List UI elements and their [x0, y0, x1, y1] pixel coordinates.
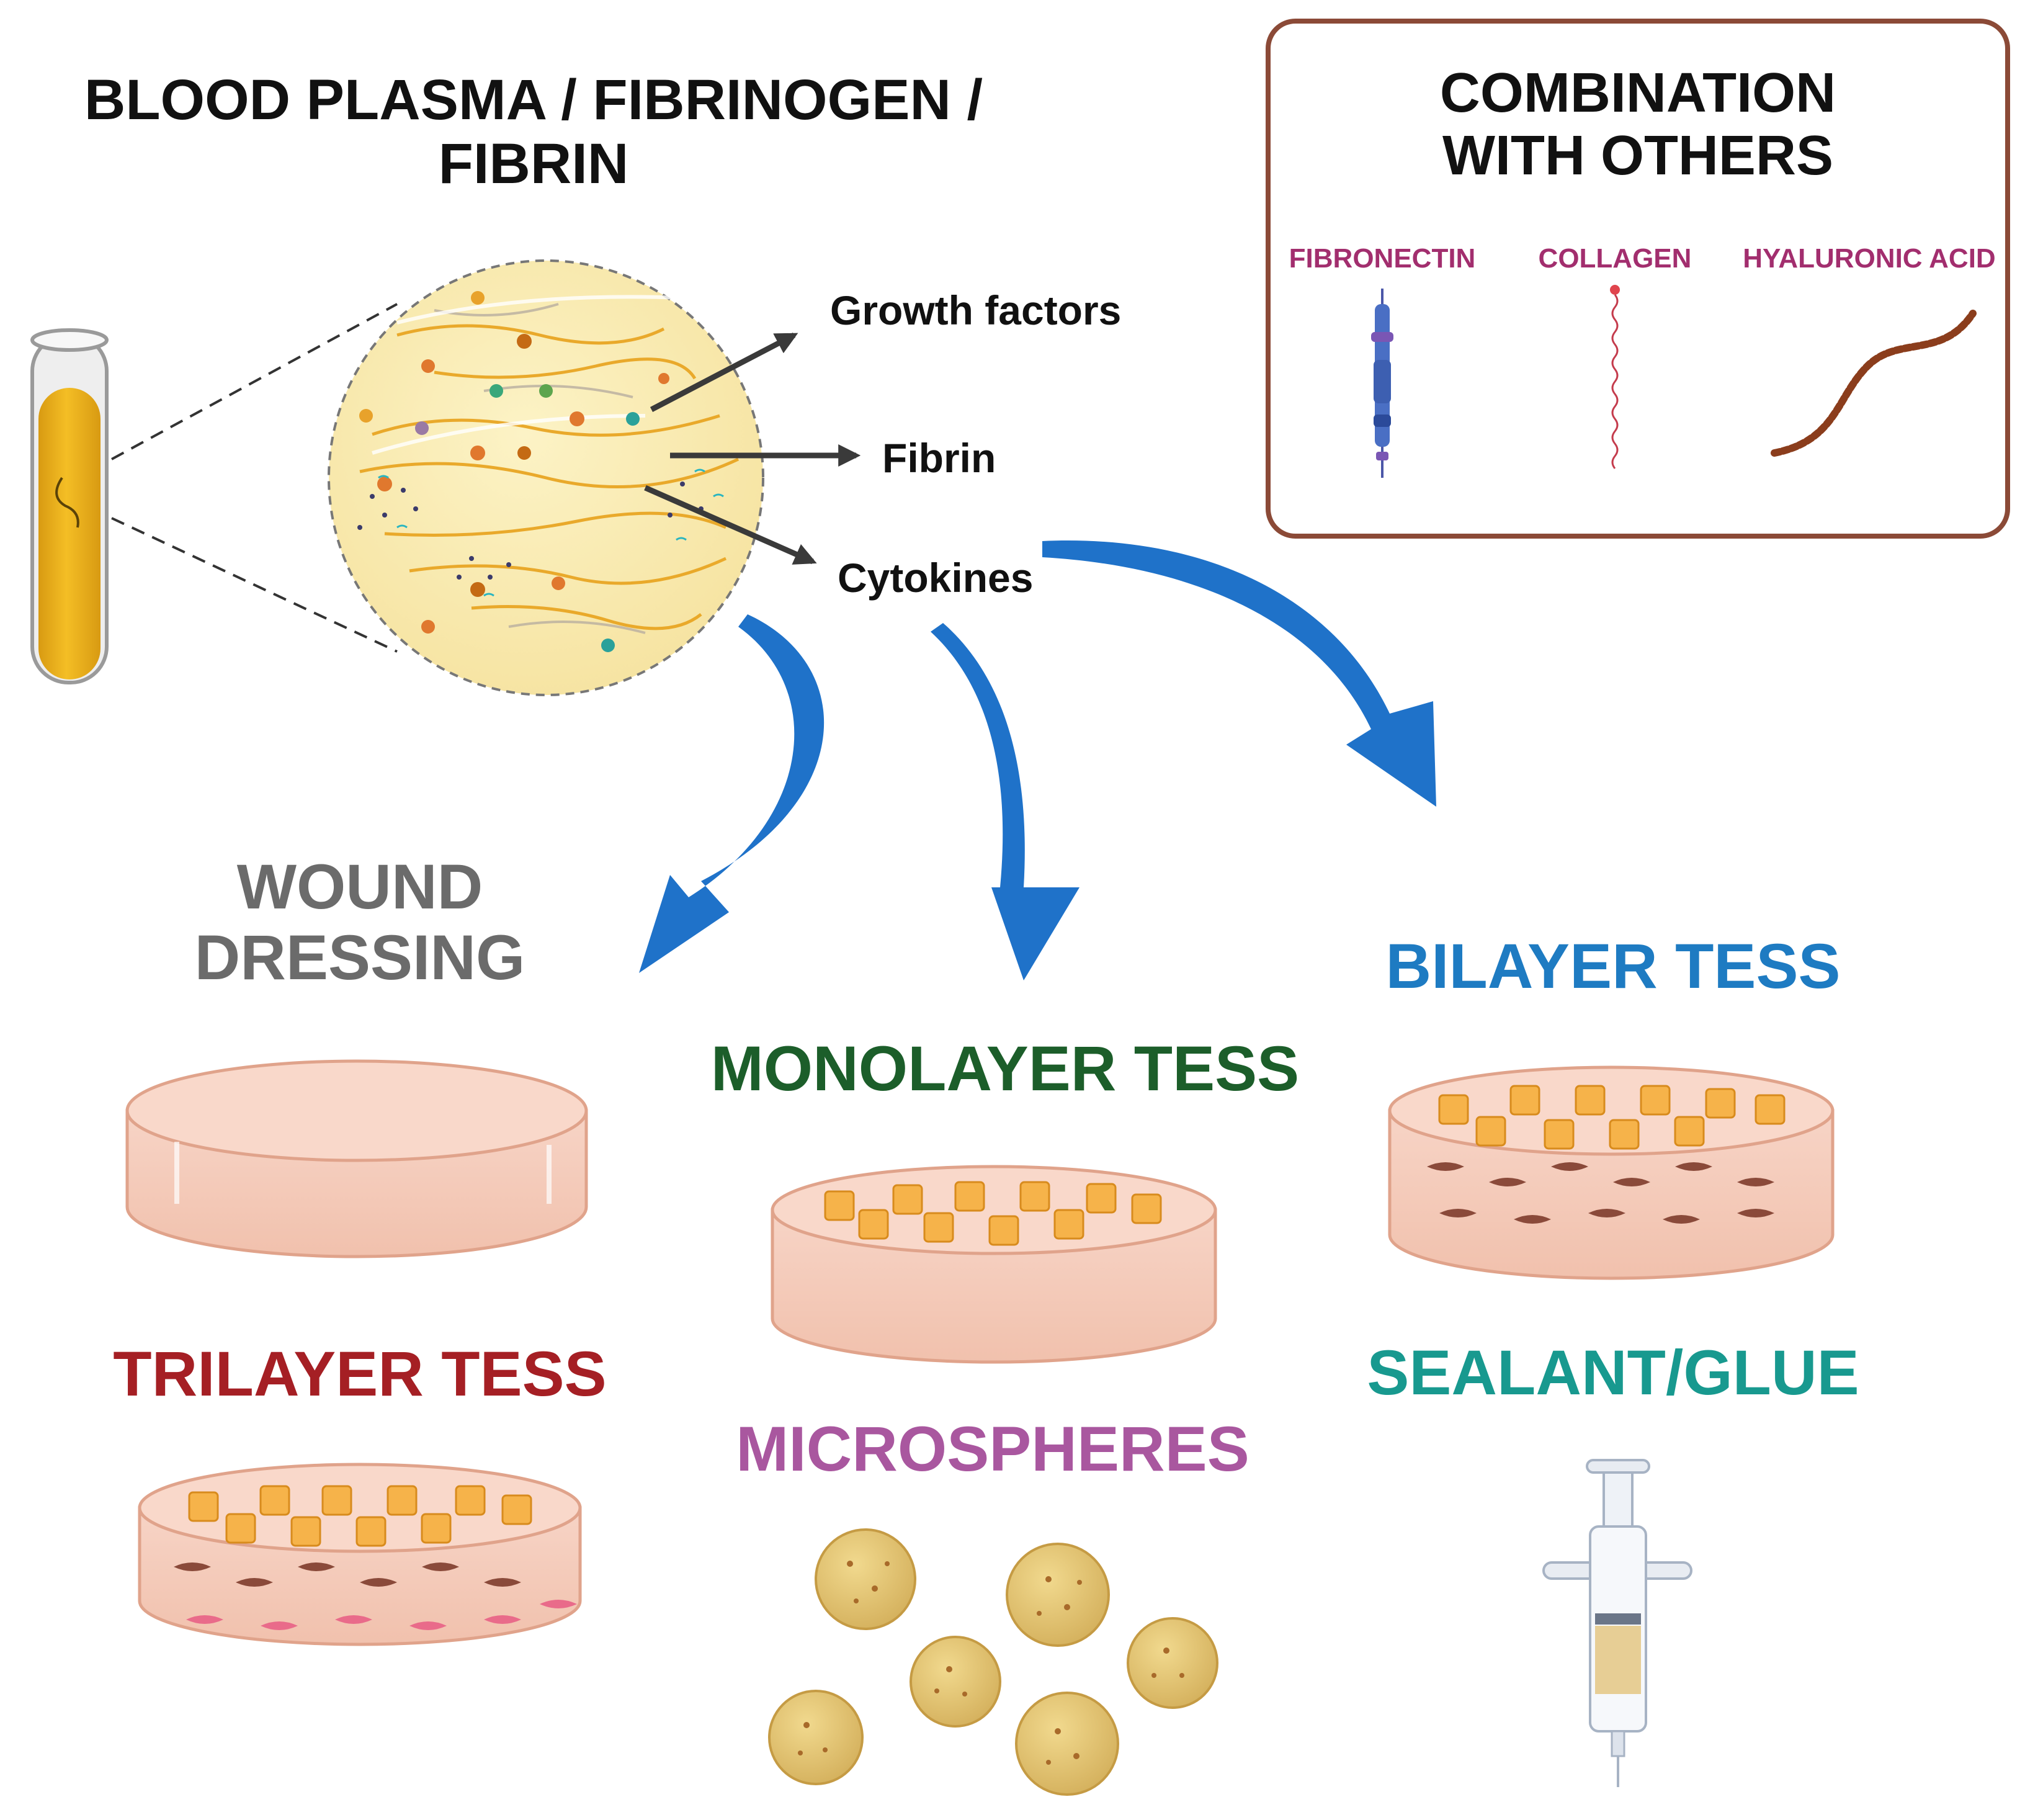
cytokines-arrow — [644, 485, 817, 565]
main-title-line2: FIBRIN — [438, 132, 629, 196]
cytokines-label: Cytokines — [838, 555, 1034, 601]
collagen-icon — [1610, 285, 1620, 469]
arrow-to-monolayer — [931, 623, 1080, 980]
main-title-line1: BLOOD PLASMA / FIBRINOGEN / — [84, 68, 983, 132]
fibrin-label: Fibrin — [882, 435, 996, 481]
monolayer-dish — [771, 1165, 1217, 1364]
monolayer-title: MONOLAYER TESS — [710, 1033, 1300, 1104]
fibronectin-icon — [1371, 289, 1393, 478]
bilayer-dish — [1388, 1065, 1835, 1280]
wound-dressing-dish — [125, 1059, 588, 1258]
wound-dressing-title: WOUND DRESSING — [105, 851, 614, 993]
growth-factors-arrow — [650, 333, 798, 412]
main-title: BLOOD PLASMA / FIBRINOGEN / FIBRIN — [25, 68, 1042, 196]
fibrin-network-zoom — [328, 259, 764, 696]
bilayer-title: BILAYER TESS — [1385, 931, 1841, 1002]
trilayer-dish — [138, 1463, 582, 1646]
microsphere-dots — [798, 1561, 1184, 1765]
wound-dressing-line1: WOUND — [236, 851, 483, 922]
syringe-icon — [1542, 1459, 1692, 1787]
blue-arrows — [639, 540, 1436, 980]
callout-arrows — [644, 333, 861, 565]
microspheres-title: MICROSPHERES — [736, 1414, 1249, 1484]
trilayer-title: TRILAYER TESS — [113, 1338, 607, 1409]
combination-title-line2: WITH OTHERS — [1442, 124, 1833, 187]
combination-title-line1: COMBINATION — [1439, 62, 1836, 124]
arrow-to-wound-dressing — [639, 614, 825, 973]
hyaluronic-acid-label: HYALURONIC ACID — [1743, 243, 1996, 274]
growth-factors-label: Growth factors — [830, 287, 1122, 333]
test-tube-icon — [30, 328, 109, 684]
combination-title: COMBINATION WITH OTHERS — [1278, 62, 1998, 187]
zoom-lines — [111, 303, 398, 653]
fibronectin-label: FIBRONECTIN — [1289, 243, 1476, 274]
wound-dressing-line2: DRESSING — [194, 922, 525, 993]
combination-box — [1266, 19, 2010, 539]
hyaluronic-acid-icon — [1771, 310, 1977, 457]
microspheres-group — [768, 1528, 1218, 1796]
sealant-glue-title: SEALANT/GLUE — [1367, 1337, 1859, 1408]
collagen-label: COLLAGEN — [1538, 243, 1692, 274]
arrow-to-bilayer — [1042, 540, 1436, 807]
